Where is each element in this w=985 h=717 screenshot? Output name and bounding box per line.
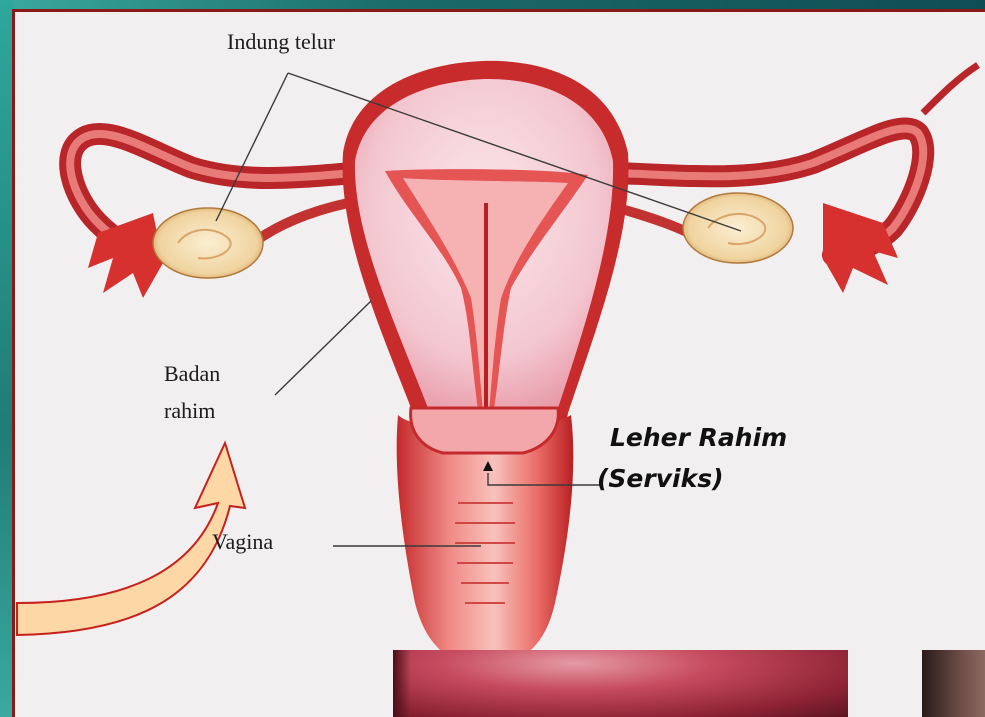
label-vagina: Vagina bbox=[212, 529, 273, 555]
label-ovary: Indung telur bbox=[227, 29, 335, 55]
ovary-left bbox=[153, 208, 263, 278]
cervix-photo bbox=[393, 650, 848, 717]
label-cervix-line2: (Serviks) bbox=[597, 463, 724, 495]
diagram-card bbox=[12, 9, 985, 717]
uterus-diagram bbox=[15, 12, 985, 717]
ovary-right bbox=[683, 193, 793, 263]
fallopian-tube-right bbox=[613, 65, 978, 293]
cervix bbox=[411, 408, 559, 453]
curved-arrow-icon bbox=[17, 443, 245, 635]
secondary-photo bbox=[922, 650, 985, 717]
label-uterus-body-line2: rahim bbox=[164, 398, 215, 424]
label-cervix-line1: Leher Rahim bbox=[610, 422, 787, 454]
label-uterus-body-line1: Badan bbox=[164, 361, 220, 387]
